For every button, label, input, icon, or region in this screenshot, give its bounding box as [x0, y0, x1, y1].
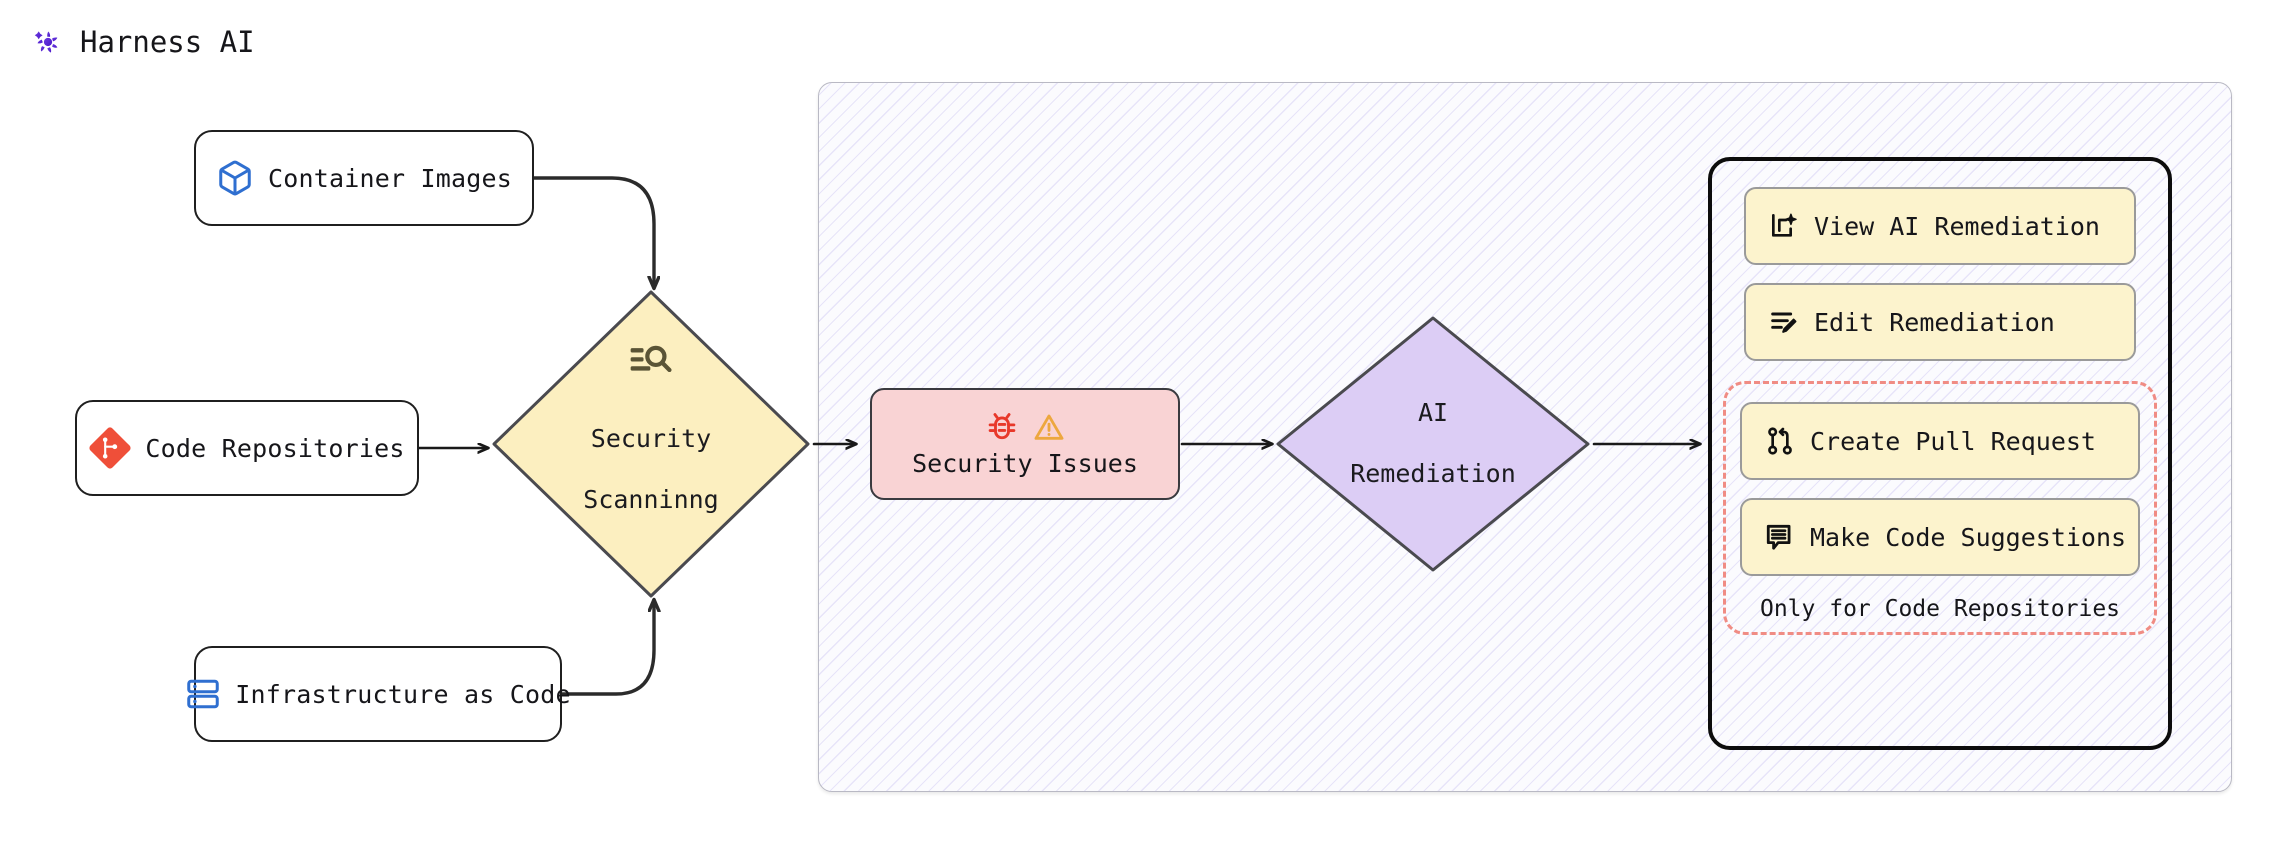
security-issues-icons	[985, 410, 1066, 444]
edge-container-images-to-scanning	[532, 176, 654, 288]
code-only-actions-group: Create Pull Request Make Code Suggestion…	[1723, 381, 2157, 635]
harness-ai-title: Harness AI	[30, 24, 255, 60]
container-cube-icon	[216, 159, 254, 197]
harness-ai-title-label: Harness AI	[80, 25, 255, 59]
harness-pinwheel-icon	[30, 24, 66, 60]
source-label-infrastructure-as-code: Infrastructure as Code	[235, 679, 571, 709]
process-node-ai-remediation[interactable]: AI Remediation	[1272, 312, 1594, 576]
action-label-view-ai-remediation: View AI Remediation	[1814, 211, 2100, 241]
edit-pencil-lines-icon	[1768, 306, 1800, 338]
process-node-security-issues[interactable]: Security Issues	[870, 388, 1180, 500]
security-issues-label: Security Issues	[912, 449, 1138, 478]
action-button-create-pull-request[interactable]: Create Pull Request	[1740, 402, 2140, 480]
edge-iac-to-scanning	[560, 600, 654, 696]
action-label-make-code-suggestions: Make Code Suggestions	[1810, 522, 2127, 552]
git-repository-icon	[89, 427, 131, 469]
source-node-infrastructure-as-code[interactable]: Infrastructure as Code	[187, 646, 571, 742]
process-node-security-scanning[interactable]: Security Scanninng	[488, 286, 814, 602]
source-node-code-repositories[interactable]: Code Repositories	[75, 400, 419, 496]
ai-actions-list: View AI Remediation Edit Remediation	[1708, 157, 2172, 750]
action-button-make-code-suggestions[interactable]: Make Code Suggestions	[1740, 498, 2140, 576]
action-label-create-pull-request: Create Pull Request	[1810, 426, 2096, 456]
action-label-edit-remediation: Edit Remediation	[1814, 307, 2055, 337]
action-button-edit-remediation[interactable]: Edit Remediation	[1744, 283, 2136, 361]
source-node-container-images[interactable]: Container Images	[194, 130, 534, 226]
ai-sparkle-document-icon	[1768, 210, 1800, 242]
action-button-view-ai-remediation[interactable]: View AI Remediation	[1744, 187, 2136, 265]
warning-triangle-icon	[1032, 410, 1066, 444]
server-stack-icon	[185, 676, 221, 712]
bug-icon	[985, 410, 1019, 444]
source-label-code-repositories: Code Repositories	[145, 433, 405, 463]
code-only-note: Only for Code Repositories	[1759, 596, 2121, 622]
pull-request-icon	[1764, 425, 1796, 457]
comment-lines-icon	[1764, 521, 1796, 553]
ai-actions-panel	[1708, 157, 2172, 750]
source-label-container-images: Container Images	[267, 163, 513, 193]
